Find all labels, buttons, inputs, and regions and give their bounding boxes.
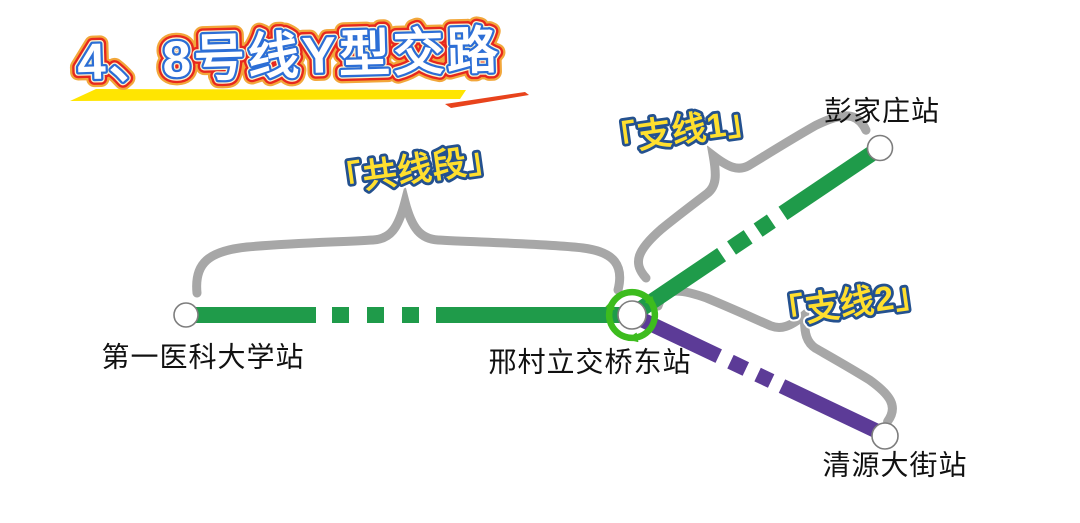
brace-shared-section-icon [192, 184, 625, 298]
title-text: 4、8号线Y型交路 [76, 22, 501, 91]
brace-branch2-icon [653, 286, 897, 426]
rotate-arc-2 [626, 298, 659, 343]
label-shared-text: 「共线段」 [326, 138, 505, 201]
station-label-branch2-terminal: 清源大街站 [822, 450, 967, 481]
cycle-rotate-arrows-icon [605, 288, 659, 343]
station-label-left-terminal: 第一医科大学站 [101, 342, 304, 373]
label-branch2-text: 「支线2」 [768, 274, 932, 334]
rotate-arc-3 [605, 298, 637, 342]
page-title: 4、8号线Y型交路 4、8号线Y型交路 4、8号线Y型交路 4、8号线Y型交路 … [68, 13, 510, 98]
label-shared-section: 「共线段」 「共线段」 「共线段」 [321, 133, 509, 205]
title-underline-yellow [70, 89, 466, 101]
brace-branch1-icon [634, 111, 871, 283]
branch1-line [627, 141, 885, 322]
label-branch1: 「支线1」 「支线1」 「支线1」 [595, 96, 768, 165]
label-branch1-text: 「支线1」 [600, 101, 764, 161]
station-dot-branch1-terminal [866, 134, 894, 162]
branch2-line [628, 308, 889, 442]
station-dot-left-terminal [173, 302, 199, 328]
station-label-branch1-terminal: 彭家庄站 [824, 96, 940, 127]
station-dot-branch2-terminal [871, 422, 899, 450]
station-label-junction: 邢村立交桥东站 [488, 347, 691, 378]
title-text-blue: 4、8号线Y型交路 [76, 22, 501, 91]
station-dot-junction [617, 300, 647, 330]
title-underline-red [445, 92, 529, 108]
label-branch2: 「支线2」 「支线2」 「支线2」 [763, 269, 936, 338]
